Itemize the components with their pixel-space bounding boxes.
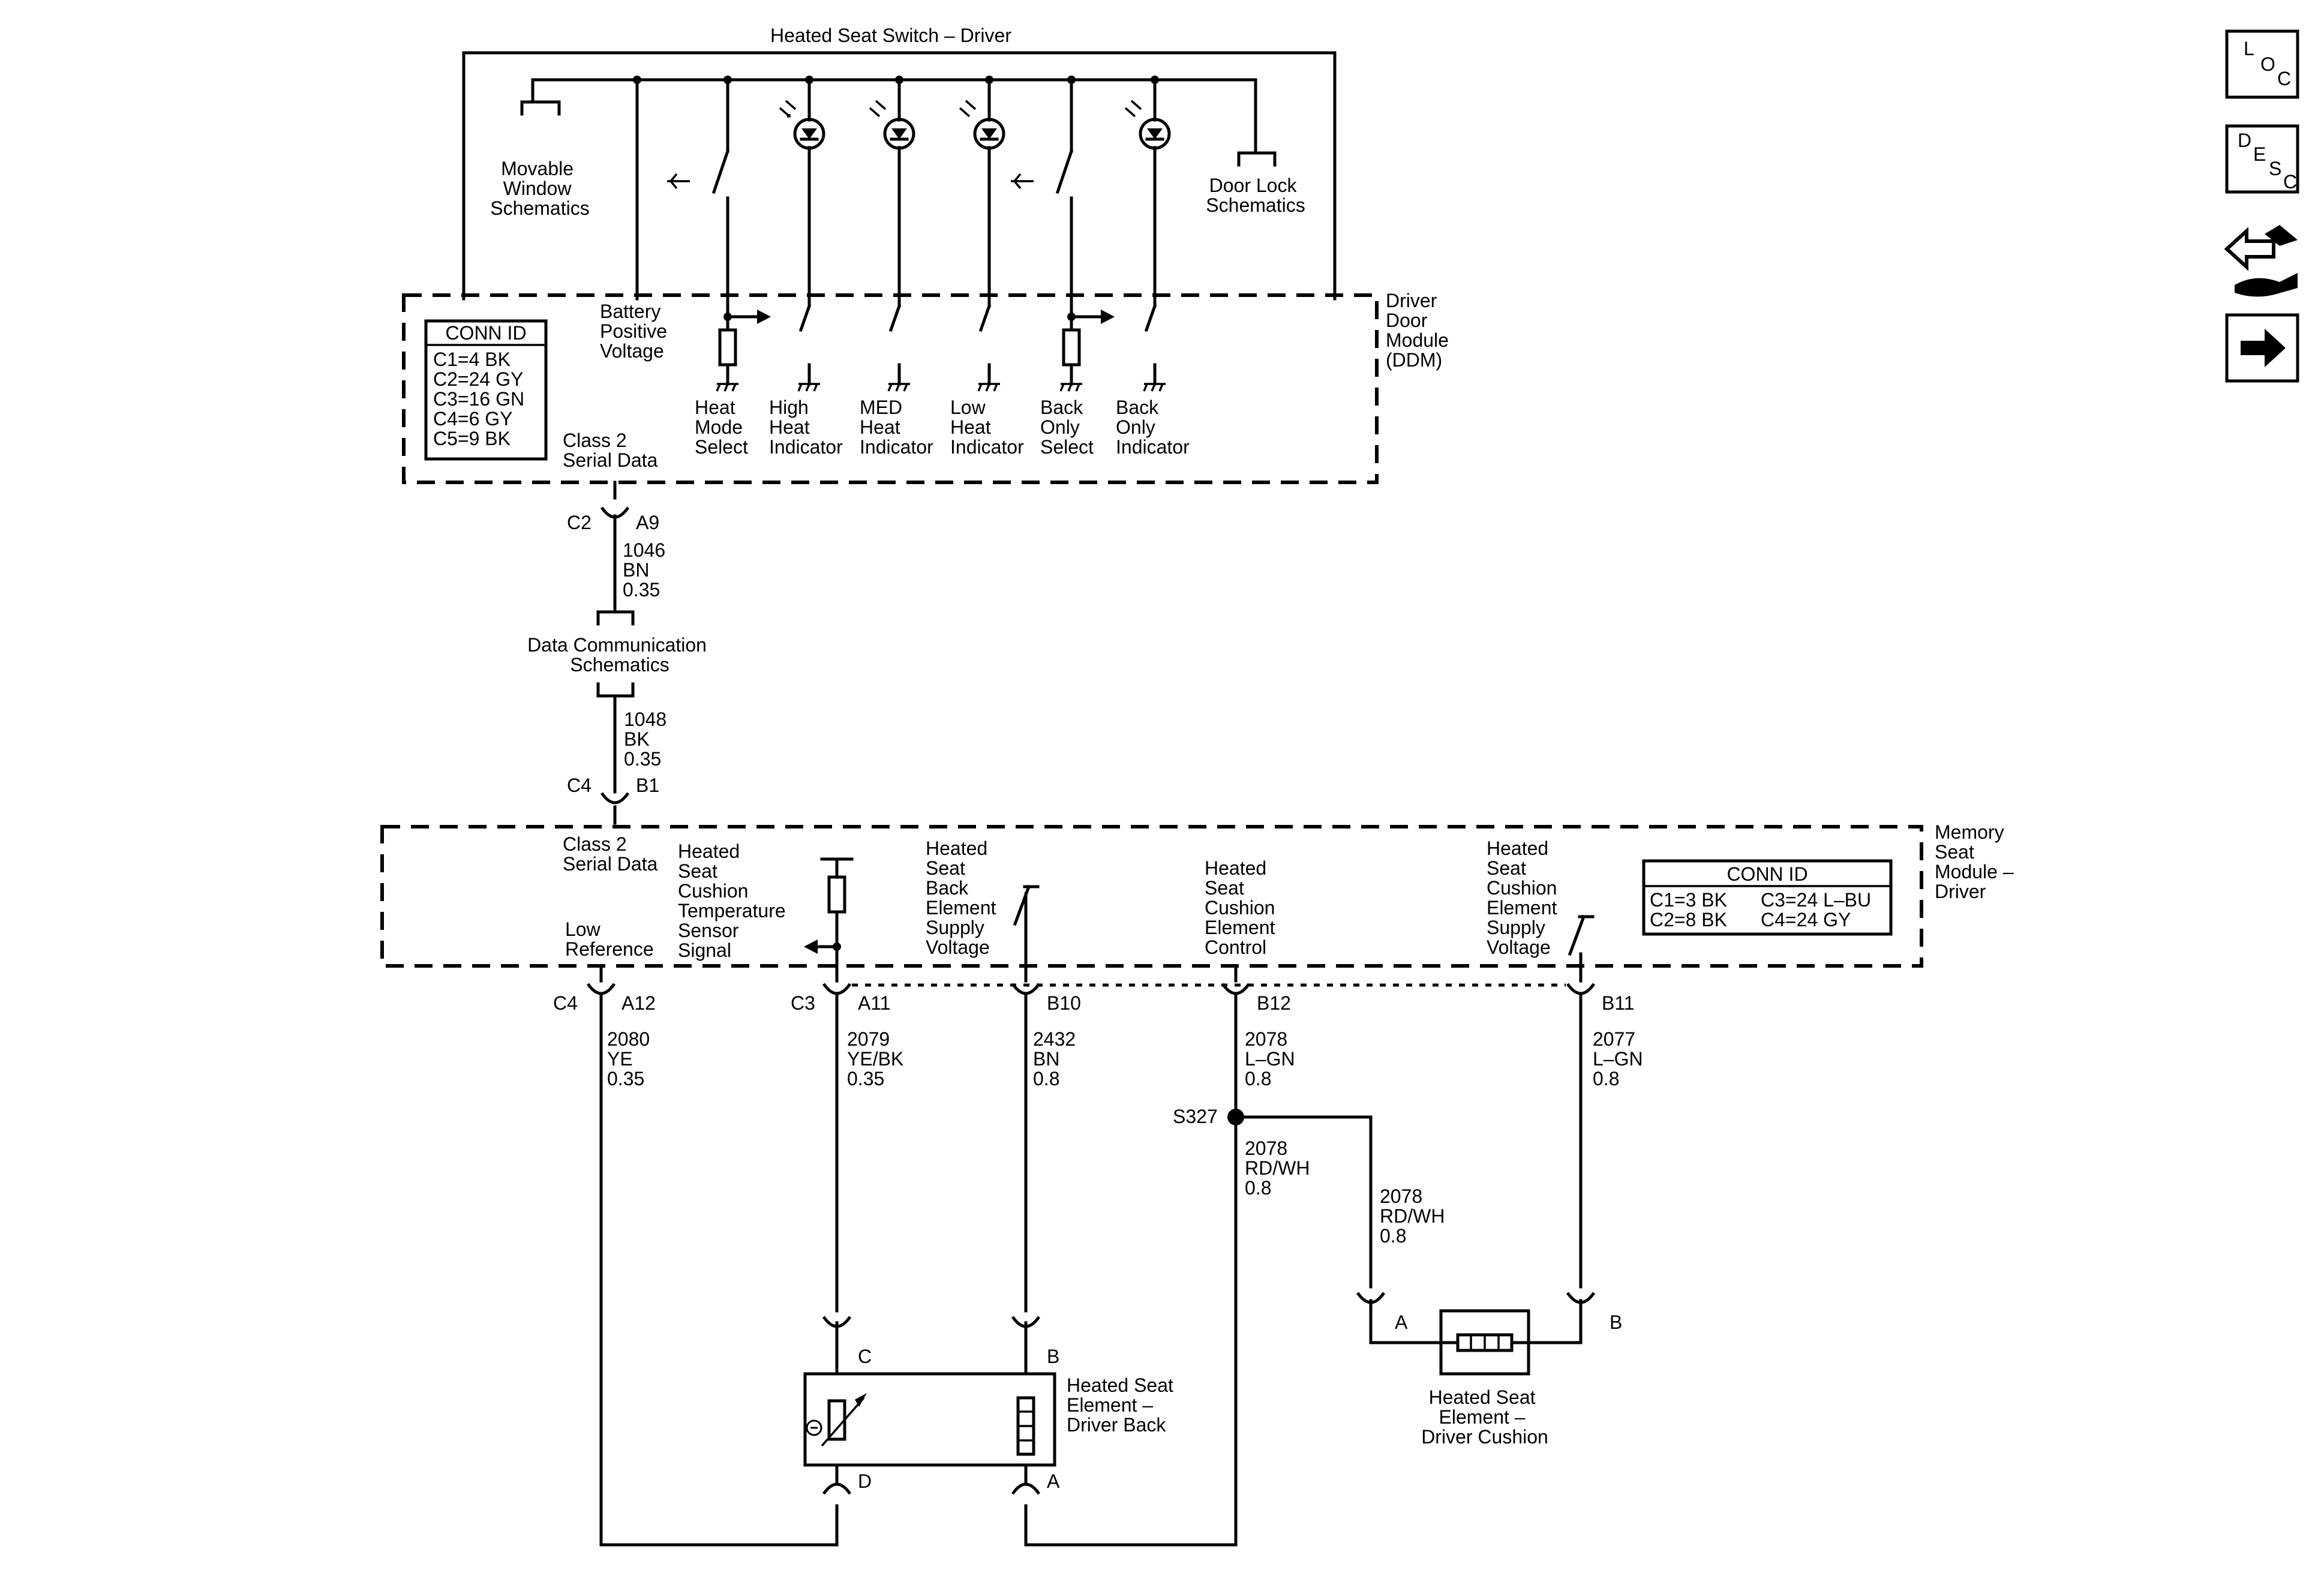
wire-2078-rdwh-label: 2078 RD/WH 0.8 (1245, 1137, 1315, 1199)
back-pin-a: A (1047, 1470, 1060, 1492)
data-comm-ref-top (596, 610, 635, 626)
back-element-box (803, 1372, 1056, 1467)
door-lock-label[interactable]: Door Lock Schematics (1206, 175, 1305, 216)
svg-text:D: D (2238, 130, 2251, 151)
a12-connector (586, 983, 616, 995)
msm-conn-id-title: CONN ID (1727, 863, 1807, 885)
msm-module-box (380, 825, 1923, 968)
svg-text:O: O (2260, 53, 2275, 75)
back-pin-c: C (858, 1346, 872, 1367)
ddm-conn-id-table (424, 319, 548, 461)
wire-2079-label: 2079 YE/BK 0.35 (847, 1028, 909, 1089)
cushion-element-label[interactable]: Heated Seat Element – Driver Cushion (1421, 1386, 1548, 1448)
data-comm-label[interactable]: Data Communication Schematics (527, 634, 712, 676)
b11-pin-label: B11 (1602, 992, 1635, 1014)
splice-label: S327 (1173, 1106, 1218, 1127)
switch-enclosure-wire (462, 51, 1337, 301)
ddm-serial-data-label: Class 2 Serial Data (563, 430, 658, 471)
next-arrow-icon[interactable] (2225, 313, 2299, 383)
svg-text:S: S (2269, 158, 2281, 179)
desc-icon[interactable]: D E S C (2225, 124, 2299, 194)
heat-mode-select-label: Heat Mode Select (695, 397, 748, 458)
a12-connector-label: C4 (553, 992, 578, 1014)
cushion-pin-b: B (1610, 1311, 1622, 1333)
a11-connector-label: C3 (791, 992, 815, 1014)
c4-connector-label: C4 (567, 775, 591, 796)
wire-1048-label: 1048 BK 0.35 (624, 709, 672, 770)
wire-2078-rdwh-branch (1234, 1115, 1373, 1289)
pullup-resistor (827, 875, 846, 914)
data-comm-ref-bottom (596, 682, 635, 698)
wire-2080-label: 2080 YE 0.35 (607, 1028, 655, 1089)
back-pin-d: D (858, 1470, 872, 1492)
movable-window-label[interactable]: Movable Window Schematics (490, 158, 589, 219)
a9-pin-label: A9 (636, 512, 659, 533)
back-element-supply-label: Heated Seat Back Element Supply Voltage (926, 837, 1001, 958)
svg-text:C: C (2283, 171, 2297, 193)
battery-positive-label: Battery Positive Voltage (600, 301, 672, 362)
b10-pin-label: B10 (1047, 992, 1081, 1014)
cushion-element-supply-label: Heated Seat Cushion Element Supply Volta… (1487, 837, 1562, 958)
c4-b1-connector (600, 792, 630, 804)
wire-2078-rdwh-branch-label: 2078 RD/WH 0.8 (1380, 1185, 1450, 1247)
wire-2432-label: 2432 BN 0.8 (1033, 1028, 1081, 1089)
switch-title: Heated Seat Switch – Driver (770, 25, 1011, 46)
ddm-conn-ids: C1=4 BK C2=24 GY C3=16 GN C4=6 GY C5=9 B… (433, 349, 530, 449)
svg-text:L: L (2244, 38, 2254, 59)
msm-conn-ids: C1=3 BK C3=24 L–BU C2=8 BK C4=24 GY (1650, 889, 1876, 930)
wire-2078-lgn-label: 2078 L–GN 0.8 (1245, 1028, 1300, 1089)
low-reference-label: Low Reference (565, 918, 654, 960)
back-pin-b: B (1047, 1346, 1059, 1367)
cushion-element-control-label: Heated Seat Cushion Element Control (1205, 857, 1280, 958)
wire-1046-label: 1046 BN 0.35 (623, 539, 671, 601)
ddm-module-box (402, 293, 1379, 484)
door-lock-ref-symbol (1237, 151, 1277, 167)
cushion-pin-a: A (1395, 1311, 1408, 1333)
movable-window-ref-symbol (520, 100, 561, 116)
c2-connector-label: C2 (567, 512, 591, 533)
loc-icon[interactable]: L O C (2225, 29, 2299, 99)
back-only-indicator-label: Back Only Indicator (1116, 397, 1190, 458)
a11-connector (822, 983, 852, 995)
b1-pin-label: B1 (636, 775, 659, 796)
low-heat-indicator-label: Low Heat Indicator (950, 397, 1024, 458)
msm-conn-id-table (1642, 859, 1893, 936)
med-heat-indicator-label: MED Heat Indicator (860, 397, 933, 458)
ddm-conn-id-title: CONN ID (445, 322, 526, 344)
connector-end-view-icon[interactable] (2224, 225, 2298, 297)
a11-pin-label: A11 (858, 992, 891, 1014)
high-heat-indicator-label: High Heat Indicator (769, 397, 843, 458)
msm-serial-data-label: Class 2 Serial Data (563, 833, 658, 875)
b12-pin-label: B12 (1257, 992, 1291, 1014)
a12-pin-label: A12 (621, 992, 656, 1014)
wire-2077-label: 2077 L–GN 0.8 (1593, 1028, 1648, 1089)
back-element-label[interactable]: Heated Seat Element – Driver Back (1067, 1374, 1179, 1436)
back-only-select-label: Back Only Select (1040, 397, 1094, 458)
svg-text:E: E (2253, 143, 2266, 165)
ddm-label[interactable]: Driver Door Module (DDM) (1386, 290, 1454, 371)
msm-label[interactable]: Memory Seat Module – Driver (1935, 821, 2019, 902)
temp-sensor-signal-label: Heated Seat Cushion Temperature Sensor S… (678, 840, 791, 961)
b11-connector (1566, 983, 1596, 995)
svg-text:C: C (2277, 68, 2291, 89)
heat-mode-switch-blade (711, 149, 730, 194)
